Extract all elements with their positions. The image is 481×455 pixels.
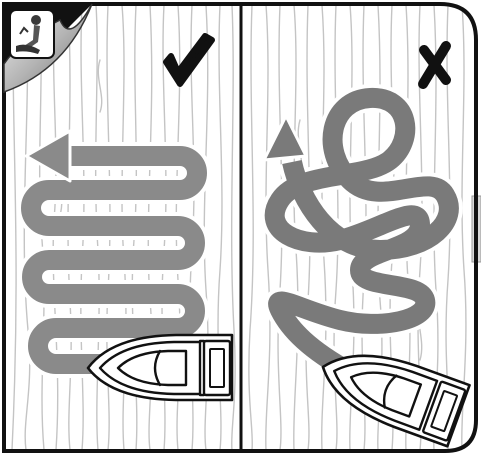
panel-incorrect xyxy=(241,5,481,450)
ironing-path-correct xyxy=(26,131,197,364)
